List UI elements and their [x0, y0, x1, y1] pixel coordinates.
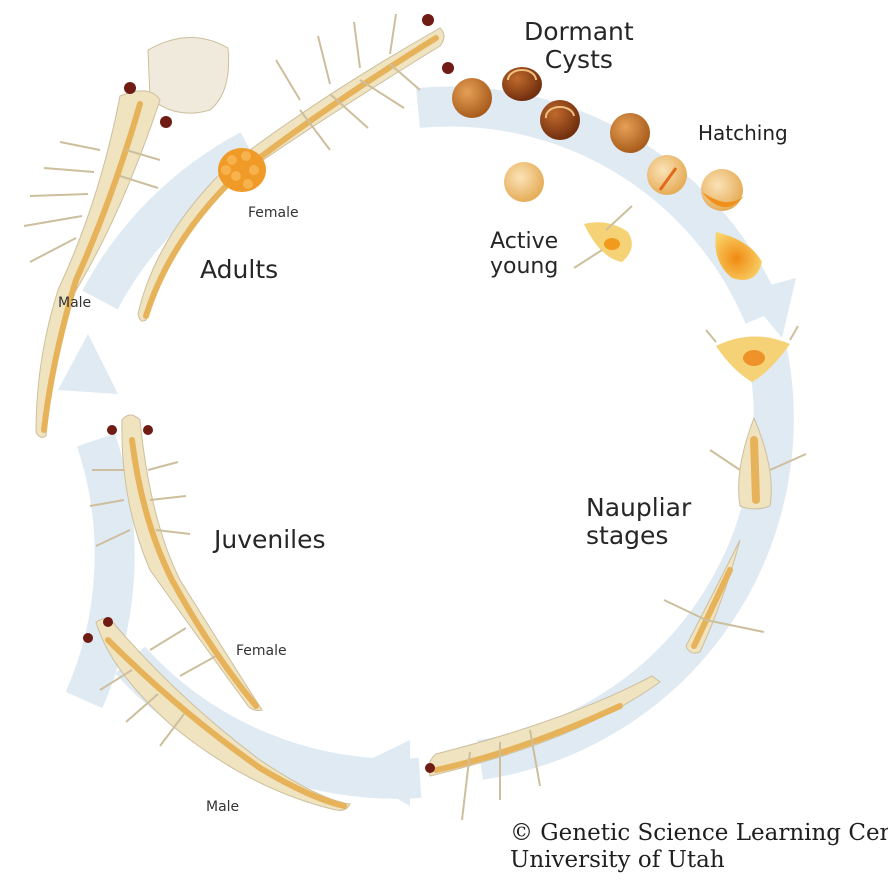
- label-adults: Adults: [200, 256, 278, 284]
- credit-line-2: University of Utah: [510, 847, 725, 873]
- dormant-cysts: [452, 67, 650, 202]
- label-active-young: Active young: [490, 230, 558, 279]
- hatching-cyst-1: [647, 155, 687, 195]
- label-juveniles: Juveniles: [214, 526, 326, 554]
- arrowhead-to-adults: [58, 334, 118, 394]
- cyst-light: [504, 162, 544, 202]
- label-naupliar-stages: Naupliar stages: [586, 494, 691, 550]
- cyst-1: [452, 78, 492, 118]
- credit-line-1: © Genetic Science Learning Center: [510, 820, 888, 846]
- cyst-4: [610, 113, 650, 153]
- active-young-larva: [574, 206, 632, 268]
- label-adult-female: Female: [248, 206, 299, 222]
- label-dormant-cysts: Dormant Cysts: [524, 18, 634, 74]
- label-juvenile-female: Female: [236, 644, 287, 660]
- label-hatching: Hatching: [698, 122, 788, 144]
- label-juvenile-male: Male: [206, 800, 239, 816]
- egg-sac: [218, 148, 266, 192]
- label-adult-male: Male: [58, 296, 91, 312]
- cycle-ring-left: [84, 440, 115, 700]
